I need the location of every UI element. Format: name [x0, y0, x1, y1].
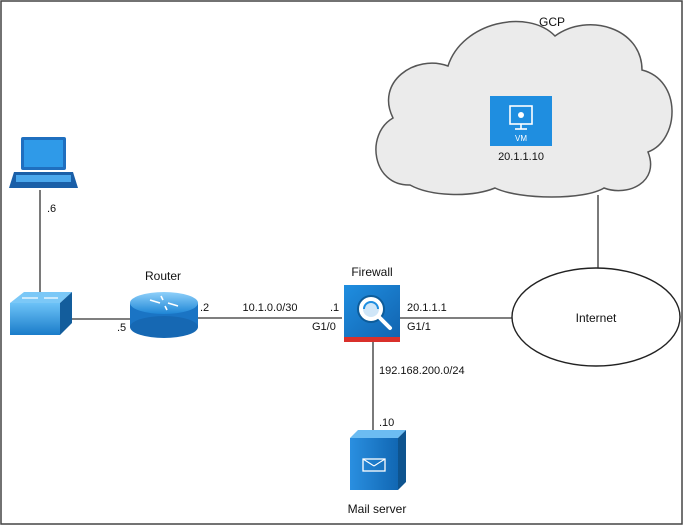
transit-subnet-label: 10.1.0.0/30	[242, 302, 297, 314]
mail-server-node[interactable]: .10 Mail server	[348, 417, 407, 516]
vm-label: VM	[515, 134, 527, 143]
firewall-icon	[344, 285, 400, 342]
router-label: Router	[145, 269, 181, 283]
laptop-icon	[9, 137, 78, 188]
firewall-outside-addr: 20.1.1.1	[407, 302, 447, 314]
vm-icon	[490, 96, 552, 146]
router-icon	[130, 292, 198, 338]
firewall-label: Firewall	[351, 265, 392, 279]
internet-node[interactable]: Internet	[511, 267, 681, 367]
vm-node[interactable]: VM 20.1.1.10	[490, 96, 552, 163]
mail-server-icon	[350, 430, 406, 490]
firewall-node[interactable]: Firewall .1 G1/0 20.1.1.1 G1/1	[312, 265, 447, 342]
firewall-inside-port: G1/0	[312, 321, 336, 333]
switch-icon	[10, 292, 72, 335]
server-subnet-label: 192.168.200.0/24	[379, 365, 465, 377]
firewall-inside-addr: .1	[330, 302, 339, 314]
switch-node[interactable]: .5	[10, 292, 126, 335]
router-node[interactable]: Router .2	[130, 269, 209, 338]
cloud-label: GCP	[539, 15, 565, 29]
links	[39, 190, 599, 430]
laptop-node[interactable]: .6	[9, 137, 78, 215]
internet-label: Internet	[576, 311, 617, 325]
router-iface: .2	[200, 302, 209, 314]
laptop-iface: .6	[47, 203, 56, 215]
vm-ip: 20.1.1.10	[498, 151, 544, 163]
switch-iface: .5	[117, 322, 126, 334]
mail-server-iface: .10	[379, 417, 394, 429]
internet-ellipse	[511, 267, 681, 367]
mail-server-label: Mail server	[348, 502, 407, 516]
firewall-outside-port: G1/1	[407, 321, 431, 333]
